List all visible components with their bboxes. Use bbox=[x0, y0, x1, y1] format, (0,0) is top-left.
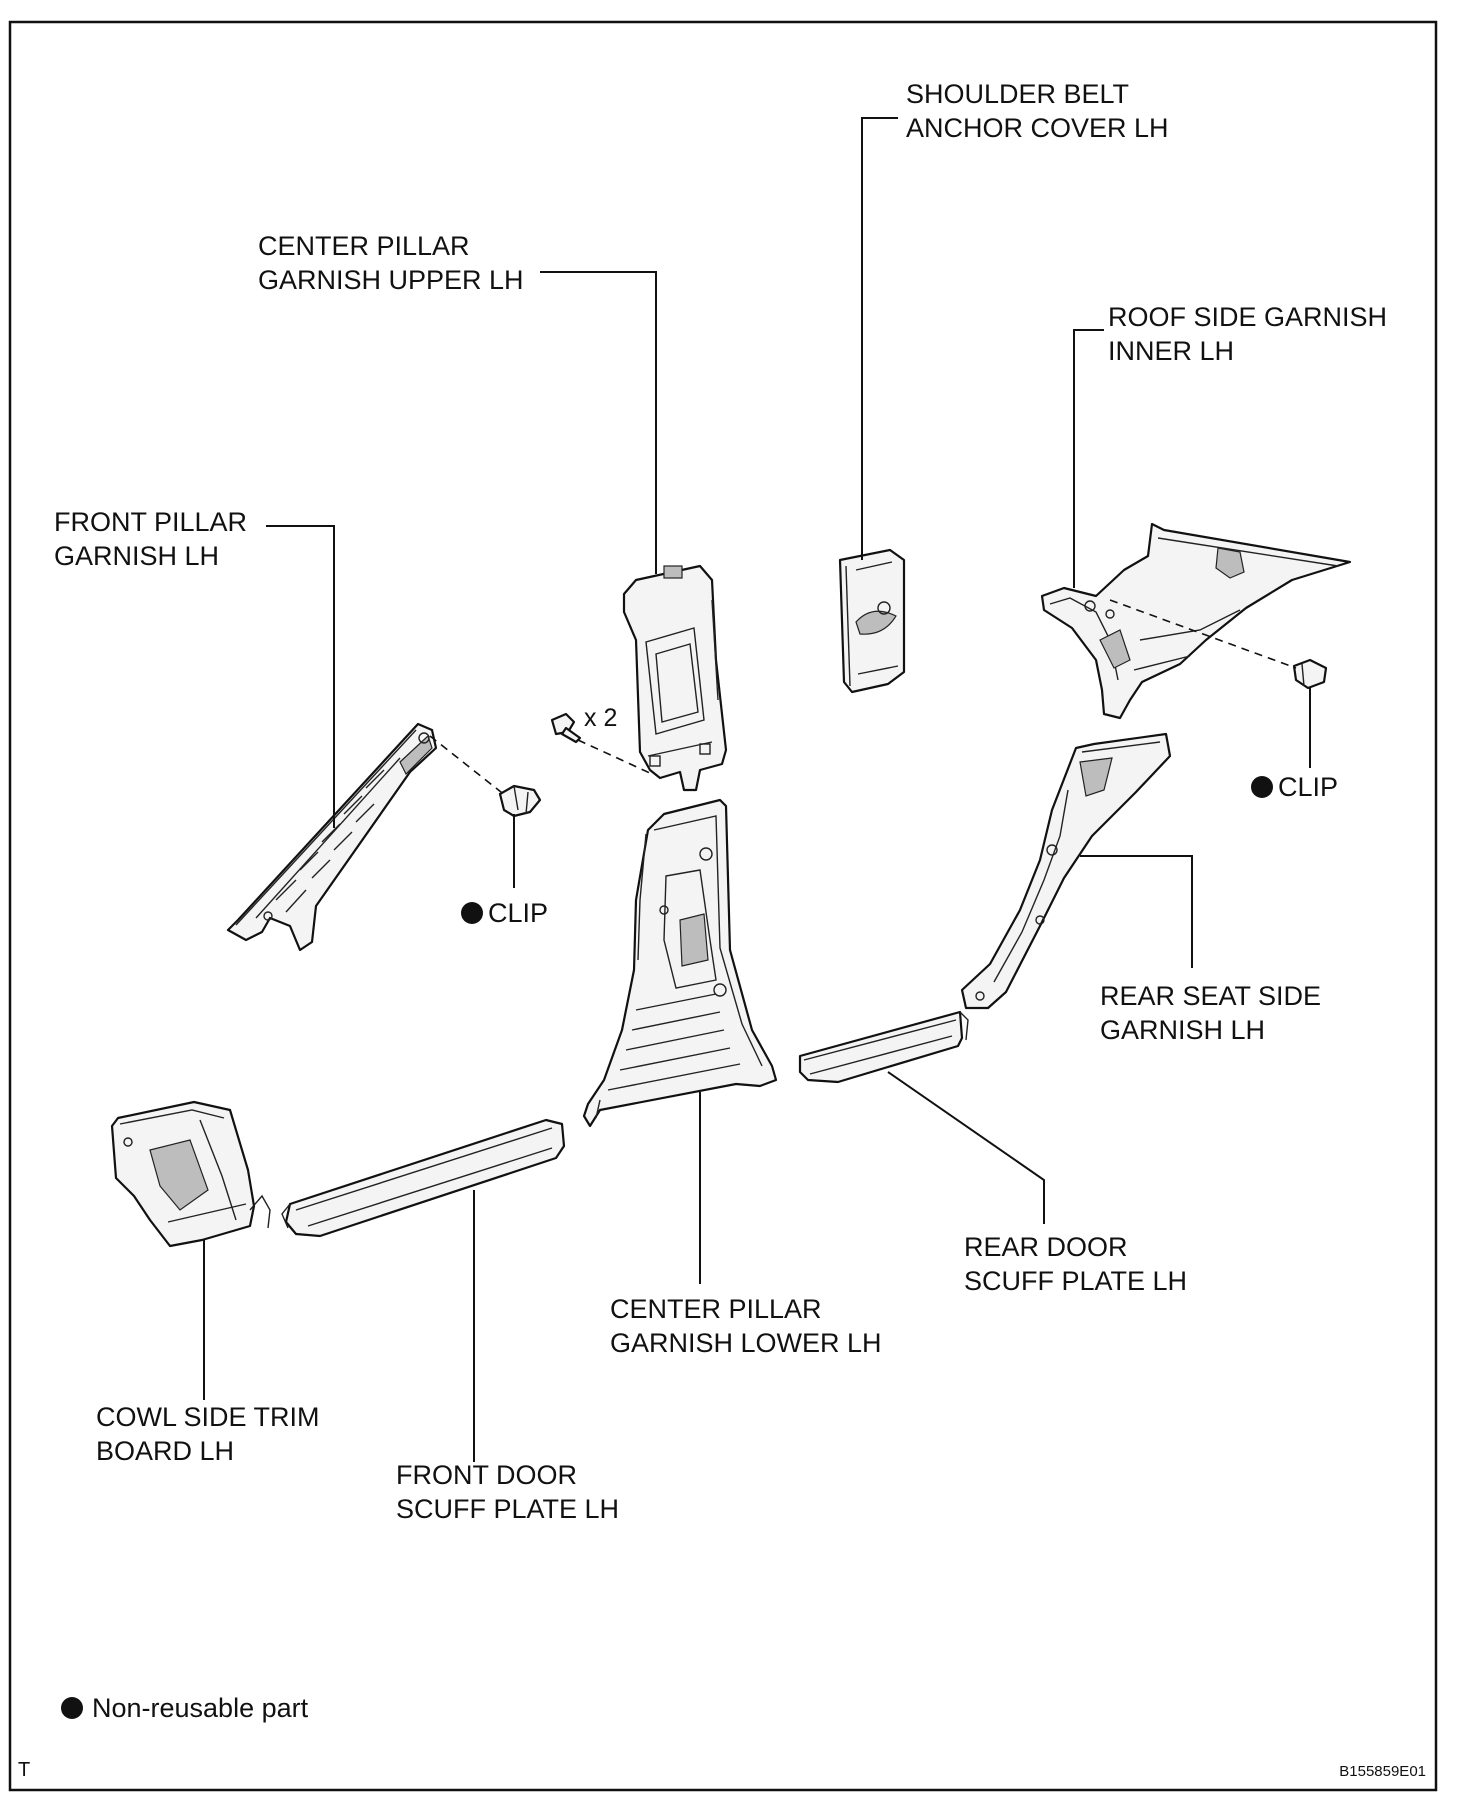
screw-part bbox=[550, 712, 582, 744]
label-rear-door-line2: SCUFF PLATE LH bbox=[964, 1266, 1187, 1296]
label-roof-side-line1: ROOF SIDE GARNISH bbox=[1108, 302, 1387, 332]
leader-rear-seat bbox=[1080, 855, 1193, 968]
leader-shoulder-belt bbox=[861, 117, 898, 560]
figure-code: B155859E01 bbox=[1339, 1763, 1426, 1780]
label-roof-clip: CLIP bbox=[1278, 772, 1338, 802]
label-screw-quantity: x 2 bbox=[584, 704, 617, 732]
non-reusable-marker-roof-clip bbox=[1251, 776, 1273, 798]
label-roof-side-line2: INNER LH bbox=[1108, 336, 1234, 366]
label-front-door-line2: SCUFF PLATE LH bbox=[396, 1494, 619, 1524]
label-front-door-line1: FRONT DOOR bbox=[396, 1460, 577, 1490]
leader-rear-door bbox=[887, 1071, 1045, 1224]
label-cowl-side-line2: BOARD LH bbox=[96, 1436, 234, 1466]
label-center-upper-line2: GARNISH UPPER LH bbox=[258, 265, 524, 295]
label-front-pillar-line1: FRONT PILLAR bbox=[54, 507, 247, 537]
legend-text: Non-reusable part bbox=[92, 1693, 309, 1723]
center-pillar-lower-part bbox=[582, 798, 778, 1128]
label-shoulder-belt-line2: ANCHOR COVER LH bbox=[906, 113, 1169, 143]
label-center-lower-line1: CENTER PILLAR bbox=[610, 1294, 822, 1324]
label-front-pillar-line2: GARNISH LH bbox=[54, 541, 219, 571]
front-pillar-garnish-part bbox=[226, 722, 438, 952]
roof-side-garnish-part bbox=[1040, 522, 1352, 720]
label-center-lower-line2: GARNISH LOWER LH bbox=[610, 1328, 882, 1358]
rear-door-scuff-part bbox=[798, 1010, 969, 1084]
label-center-upper-line1: CENTER PILLAR bbox=[258, 231, 470, 261]
front-pillar-clip-part bbox=[498, 784, 542, 818]
label-rear-seat-line1: REAR SEAT SIDE bbox=[1100, 981, 1321, 1011]
roof-side-clip-part bbox=[1292, 658, 1328, 690]
non-reusable-marker-front-clip bbox=[461, 902, 483, 924]
rear-seat-side-garnish-part bbox=[960, 732, 1172, 1010]
center-pillar-upper-part bbox=[622, 564, 728, 792]
roof-side-clip-dash bbox=[1109, 599, 1297, 669]
legend-marker bbox=[61, 1697, 83, 1719]
label-front-clip: CLIP bbox=[488, 898, 548, 928]
leader-roof-side bbox=[1073, 329, 1104, 588]
front-pillar-clip-dash bbox=[429, 735, 507, 797]
label-shoulder-belt-line1: SHOULDER BELT bbox=[906, 79, 1129, 109]
label-rear-seat-line2: GARNISH LH bbox=[1100, 1015, 1265, 1045]
label-rear-door-line1: REAR DOOR bbox=[964, 1232, 1128, 1262]
label-cowl-side-line1: COWL SIDE TRIM bbox=[96, 1402, 320, 1432]
corner-mark: T bbox=[18, 1759, 30, 1781]
shoulder-belt-cover-part bbox=[838, 548, 906, 694]
leader-center-upper bbox=[540, 271, 657, 574]
leader-front-pillar bbox=[266, 525, 335, 828]
cowl-side-trim-part bbox=[110, 1100, 271, 1248]
diagram-frame bbox=[8, 20, 1438, 1792]
front-door-scuff-part bbox=[281, 1118, 566, 1238]
